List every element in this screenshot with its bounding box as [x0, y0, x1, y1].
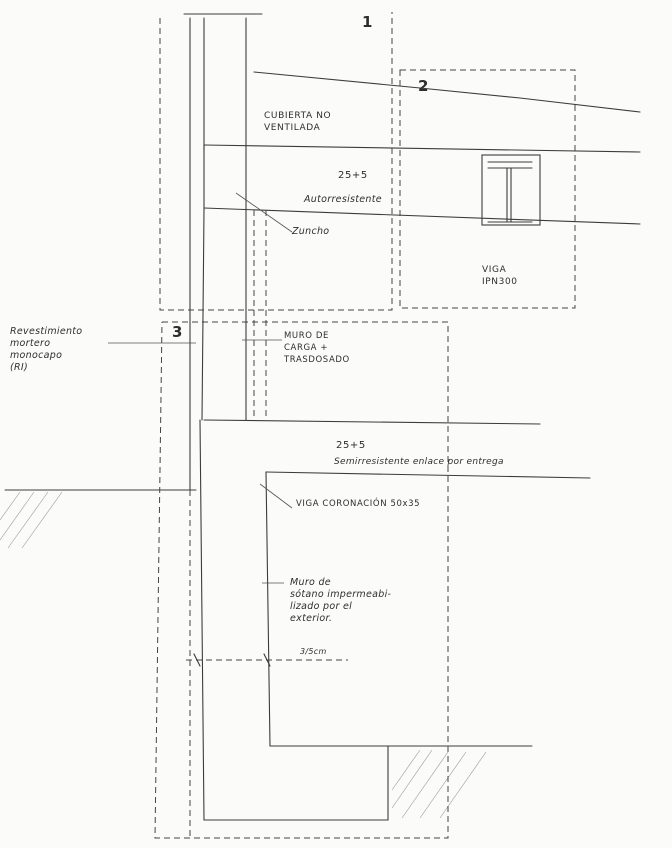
- detail-boundary-1: [159, 12, 393, 311]
- detail-number-2: 2: [418, 77, 429, 95]
- detail-number-1: 1: [362, 13, 373, 31]
- basement-wall: [189, 419, 389, 838]
- label-muro-sotano: Muro de sótano impermeabi- lizado por el…: [290, 577, 392, 624]
- middle-slab: [203, 419, 591, 479]
- zuncho-leader: [235, 192, 293, 233]
- label-forjado-mid-type: Semirresistente enlace por entrega: [334, 457, 504, 467]
- label-forjado-top-type: Autorresistente: [304, 194, 382, 205]
- coronacion-leader: [259, 483, 293, 509]
- label-viga-pn: VIGA IPN300: [482, 265, 518, 287]
- upper-wall: [183, 13, 263, 491]
- detail-boundary-3: [154, 321, 449, 839]
- label-cubierta: CUBIERTA NO VENTILADA: [264, 111, 332, 133]
- label-muro-carga: MURO DE CARGA + TRASDOSADO: [284, 331, 350, 365]
- detail-boundary-2: [399, 69, 576, 309]
- ground-hatch-right: [391, 749, 487, 819]
- label-forjado-mid-spec: 25+5: [336, 440, 366, 451]
- label-zuncho: Zuncho: [292, 226, 330, 237]
- label-forjado-top-spec: 25+5: [338, 170, 368, 181]
- load-wall: [201, 209, 267, 421]
- detail-number-3: 3: [172, 323, 183, 341]
- label-viga-coronacion: VIGA CORONACIÓN 50x35: [296, 499, 421, 509]
- label-dimension: 3/5cm: [300, 647, 327, 656]
- ipn300-beam: [481, 154, 541, 226]
- label-revestimiento: Revestimiento mortero monocapo (RI): [10, 326, 83, 373]
- dimension-line: [186, 653, 348, 667]
- ground-hatch-left: [0, 491, 63, 549]
- roof-line: [253, 71, 641, 113]
- top-slab: [203, 144, 641, 225]
